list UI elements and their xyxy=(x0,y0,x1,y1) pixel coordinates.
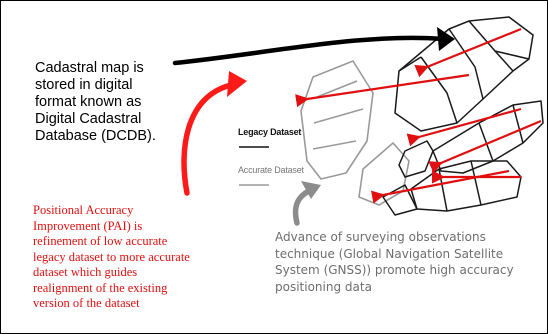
legend-legacy-label: Legacy Dataset xyxy=(238,127,302,137)
shift-arrow-2 xyxy=(295,73,470,108)
shift-arrow-1 xyxy=(414,27,522,78)
gnss-arrow xyxy=(292,188,312,226)
legacy-parcel-small-2 xyxy=(382,184,418,216)
pai-arrow xyxy=(181,82,234,196)
legacy-parcel-upper-divider-1 xyxy=(448,28,484,100)
legacy-parcels xyxy=(382,16,544,216)
legacy-parcel-upper-outline xyxy=(394,16,534,132)
legend-accurate-label: Accurate Dataset xyxy=(238,165,304,175)
accurate-parcel-divider-3 xyxy=(312,140,357,150)
accurate-parcel-divider-1 xyxy=(316,80,358,98)
legacy-parcel-lower-outline xyxy=(410,160,522,212)
legacy-parcel-middle-divider-1 xyxy=(478,122,494,162)
accurate-parcel-divider-2 xyxy=(313,108,364,124)
legacy-parcel-upper-divider-2 xyxy=(468,20,514,72)
pai-description: Positional Accuracy Improvement (PAI) is… xyxy=(33,203,190,310)
gnss-description: Advance of surveying observations techni… xyxy=(275,230,514,294)
dcdb-arrow xyxy=(172,35,446,66)
pai-arrow-head xyxy=(227,71,247,97)
legacy-parcel-small-1 xyxy=(398,140,434,178)
legacy-parcel-lower-divider-1 xyxy=(438,168,448,212)
dcdb-arrow-head xyxy=(437,27,455,51)
gnss-arrow-head xyxy=(301,181,321,199)
shift-arrows xyxy=(295,27,542,204)
shift-arrow-3 xyxy=(406,107,522,147)
legacy-parcel-upper-divider-4 xyxy=(398,56,422,72)
legacy-parcel-upper-divider-5 xyxy=(494,50,530,60)
shift-arrow-5 xyxy=(370,169,510,204)
legacy-parcel-upper-divider-3 xyxy=(420,56,458,124)
accurate-parcel-block-upper xyxy=(300,60,374,180)
legacy-parcel-middle-outline xyxy=(432,100,544,174)
dcdb-description: Cadastral map is stored in digital forma… xyxy=(35,60,156,144)
shift-arrow-4 xyxy=(428,119,542,174)
legacy-parcel-lower-divider-2 xyxy=(470,160,482,206)
accurate-parcels xyxy=(300,60,410,206)
